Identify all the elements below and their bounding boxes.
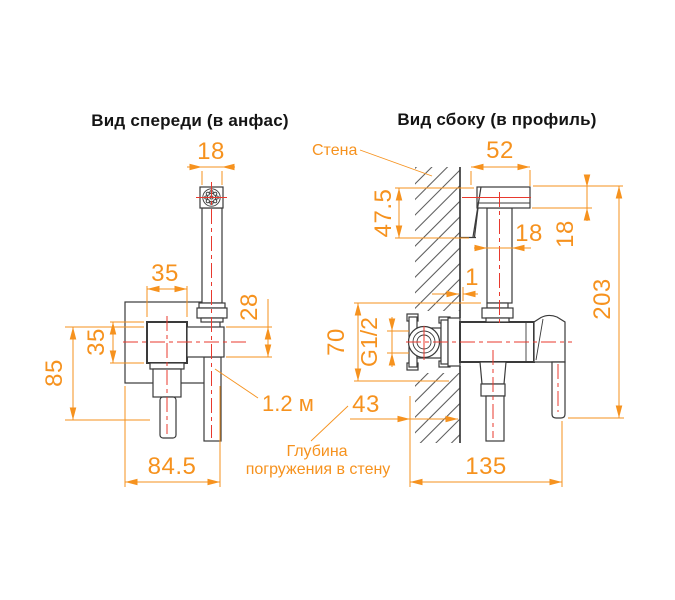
handle-hub <box>533 314 566 363</box>
dim-label-plate-width: 84.5 <box>148 453 197 480</box>
dim-front-assembly-height: 85 <box>41 326 150 421</box>
dim-side-holder-width: 52 <box>470 137 531 186</box>
wall-depth-note-line1: Глубина <box>286 443 347 460</box>
dim-front-plate-width: 84.5 <box>124 386 221 487</box>
wall-label-leader <box>359 149 433 177</box>
hose-front <box>203 356 222 442</box>
dim-label-body-width: 35 <box>151 260 179 287</box>
hose-length-leader <box>214 368 259 399</box>
dim-label-valve-center-height: 70 <box>323 328 350 356</box>
dim-side-total-depth: 135 <box>410 421 563 487</box>
dim-label-pipe-width: 18 <box>515 220 543 247</box>
dim-label-holder-width: 52 <box>486 137 514 164</box>
dim-side-wall-gap: 1 <box>432 264 479 301</box>
dim-side-holder-offset: 47.5 <box>370 187 474 239</box>
wall-depth-note-line2: погружения в стену <box>246 461 391 478</box>
wall-depth-note-leader <box>310 405 349 442</box>
side-view-centerlines <box>406 192 572 438</box>
collar-top-side <box>486 302 509 309</box>
wall-hatch <box>415 167 460 443</box>
hose-length-label: 1.2 м <box>262 391 314 416</box>
wall-section: Стена <box>312 142 462 443</box>
dim-side-pipe-width: 18 <box>474 220 543 252</box>
dim-side-thread-size: G1/2 <box>356 317 409 367</box>
dim-side-valve-center-height: 70 <box>323 302 481 382</box>
front-view-title: Вид спереди (в анфас) <box>91 111 288 130</box>
hose-side <box>485 395 505 442</box>
dim-label-arm-height: 28 <box>236 293 263 321</box>
wall-depth-note: Глубина погружения в стену <box>246 405 391 478</box>
dim-front-body-width: 35 <box>146 260 188 317</box>
dim-label-wall-depth: 43 <box>352 391 380 418</box>
dim-side-head-height: 18 <box>532 174 623 248</box>
handle-lever <box>551 361 566 419</box>
dim-label-thread-size: G1/2 <box>356 317 382 367</box>
dim-side-total-height: 203 <box>568 186 624 419</box>
dim-side-wall-depth: 43 <box>350 391 458 487</box>
dim-label-total-depth: 135 <box>465 453 507 480</box>
dim-label-total-height: 203 <box>589 278 616 320</box>
dim-label-head-width: 18 <box>197 138 225 165</box>
dim-front-body-height: 35 <box>83 321 144 364</box>
dim-label-holder-offset: 47.5 <box>370 189 397 238</box>
dim-front-head-width: 18 <box>187 138 235 185</box>
dim-label-wall-gap: 1 <box>465 264 479 291</box>
dim-front-arm-height: 28 <box>226 293 272 358</box>
handle-grip-front <box>159 396 177 439</box>
wall-label: Стена <box>312 142 357 159</box>
dim-label-head-height: 18 <box>552 220 579 248</box>
front-view-centerlines <box>123 182 250 438</box>
collar-mid-side <box>481 307 514 319</box>
dim-label-assembly-height: 85 <box>41 359 68 387</box>
dim-label-body-height: 35 <box>83 328 110 356</box>
side-view-title: Вид сбоку (в профиль) <box>397 110 596 129</box>
collar-bot-side <box>485 317 510 323</box>
handle-hub-seam <box>535 318 544 361</box>
hose-length-callout: 1.2 м <box>214 368 314 416</box>
